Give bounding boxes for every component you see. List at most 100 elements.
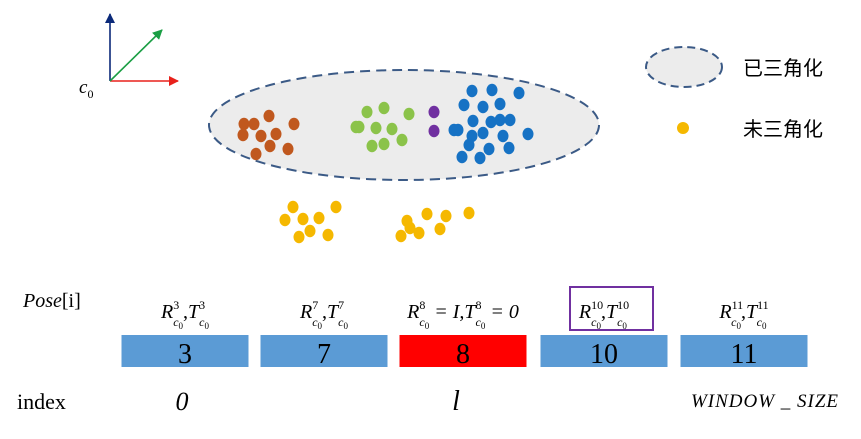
feature-point (428, 105, 440, 119)
feature-point (463, 206, 475, 220)
feature-point (485, 115, 497, 129)
feature-point (255, 129, 267, 143)
pose-row-label: Pose[i] (22, 290, 81, 312)
feature-point (494, 113, 506, 127)
feature-point (428, 124, 440, 138)
cluster-orange (237, 109, 300, 161)
feature-point (503, 141, 515, 155)
frame-number: 10 (590, 339, 618, 370)
feature-point (440, 209, 452, 223)
cluster-yellow-left (279, 200, 342, 244)
feature-point (494, 97, 506, 111)
feature-point (237, 128, 249, 142)
feature-point (452, 123, 464, 137)
feature-point (248, 117, 260, 131)
feature-point (477, 126, 489, 140)
index-row-label: index (17, 389, 66, 414)
cluster-purple (428, 105, 440, 138)
frame-number: 7 (317, 339, 331, 370)
feature-point (504, 113, 516, 127)
feature-point (270, 127, 282, 141)
feature-point (287, 200, 299, 214)
feature-point (404, 221, 416, 235)
feature-point (366, 139, 378, 153)
feature-point (322, 228, 334, 242)
feature-point (421, 207, 433, 221)
legend-triangulated-label: 已三角化 (743, 56, 823, 80)
feature-point (413, 226, 425, 240)
feature-point (264, 139, 276, 153)
feature-points (237, 83, 534, 244)
feature-point (313, 211, 325, 225)
index-first: 0 (176, 387, 189, 416)
frame-box (680, 335, 808, 367)
feature-point (477, 100, 489, 114)
frame-box (399, 335, 527, 367)
feature-point (304, 224, 316, 238)
frame-box (540, 335, 668, 367)
index-l: l (452, 386, 460, 417)
cluster-green (350, 101, 415, 153)
cluster-blue (448, 83, 534, 165)
feature-point (282, 142, 294, 156)
feature-point (458, 98, 470, 112)
feature-point (293, 230, 305, 244)
feature-point (250, 147, 262, 161)
frame-box (121, 335, 249, 367)
feature-point (288, 117, 300, 131)
feature-point (434, 222, 446, 236)
feature-point (330, 200, 342, 214)
feature-point (456, 150, 468, 164)
cluster-yellow-right (395, 206, 475, 243)
feature-point (238, 117, 250, 131)
feature-point (361, 105, 373, 119)
highlight-box (569, 286, 654, 331)
frame-number: 3 (178, 339, 192, 370)
feature-point (370, 121, 382, 135)
feature-point (396, 133, 408, 147)
feature-point (395, 229, 407, 243)
feature-point (466, 84, 478, 98)
feature-point (403, 107, 415, 121)
feature-point (467, 114, 479, 128)
z-axis-arrow (109, 29, 163, 82)
frame-number: 11 (731, 339, 758, 370)
triangulated-region (208, 69, 600, 181)
legend: 已三角化 未三角化 (645, 46, 823, 141)
legend-untriangulated-swatch (677, 122, 689, 134)
feature-point (486, 83, 498, 97)
feature-point (263, 109, 275, 123)
origin-label: c0 (79, 77, 93, 101)
feature-point (522, 127, 534, 141)
feature-point (350, 120, 362, 134)
legend-triangulated-swatch (645, 46, 723, 88)
legend-untriangulated-label: 未三角化 (743, 117, 823, 141)
feature-point (386, 122, 398, 136)
index-window-size: WINDOW _ SIZE (691, 391, 839, 412)
feature-point (279, 213, 291, 227)
feature-point (497, 129, 509, 143)
feature-point (297, 212, 309, 226)
frame-number: 8 (456, 339, 470, 370)
frame-box (260, 335, 388, 367)
feature-point (474, 151, 486, 165)
camera-frame-axes: c0 (79, 13, 179, 101)
feature-point (483, 142, 495, 156)
feature-point (513, 86, 525, 100)
feature-point (463, 138, 475, 152)
feature-point (378, 137, 390, 151)
feature-point (378, 101, 390, 115)
